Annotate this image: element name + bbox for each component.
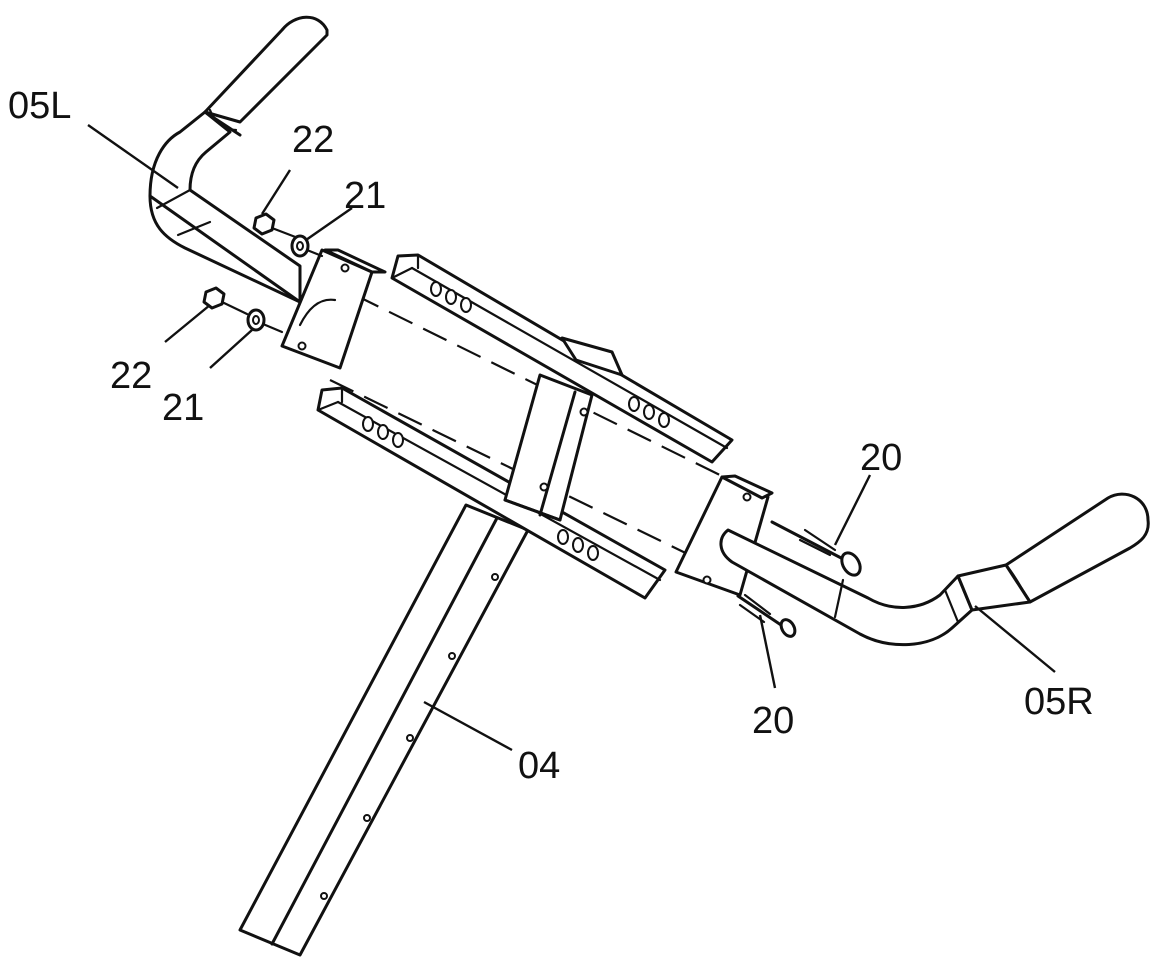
- label-20-lower: 20: [752, 700, 794, 742]
- washer-upper: [290, 234, 324, 258]
- label-05L: 05L: [8, 85, 71, 127]
- leader-20-upper: [833, 474, 872, 546]
- label-22-lower: 22: [110, 355, 152, 397]
- upper-bar-holes-right: [628, 396, 670, 428]
- leader-22-lower: [164, 304, 211, 343]
- leader-05R: [974, 605, 1056, 673]
- handlebar-left: [148, 15, 329, 304]
- label-22-upper: 22: [292, 119, 334, 161]
- clamp-block-left: [280, 248, 387, 370]
- label-21-lower: 21: [162, 387, 204, 429]
- leader-21-upper: [305, 207, 353, 241]
- center-bracket: [503, 373, 594, 522]
- bolt-upper: [770, 520, 862, 577]
- label-20-upper: 20: [860, 437, 902, 479]
- leader-04: [423, 700, 513, 752]
- upper-frame-bar: [390, 253, 734, 464]
- leader-20-lower: [758, 614, 777, 689]
- handlebar-right: [719, 492, 1150, 647]
- washer-lower: [246, 308, 284, 334]
- nut-lower: [202, 286, 249, 316]
- label-04: 04: [518, 745, 560, 787]
- lower-bar-holes-left: [362, 416, 404, 448]
- bolt-lower: [736, 593, 797, 638]
- label-21-upper: 21: [344, 175, 386, 217]
- upper-bar-holes-left: [430, 281, 472, 313]
- leader-lines: [87, 124, 1056, 752]
- lower-frame-bar: [316, 386, 667, 600]
- leader-21-lower: [209, 329, 253, 369]
- nut-upper: [252, 212, 300, 240]
- leader-22-upper: [260, 169, 292, 215]
- stem-post: [238, 503, 530, 957]
- leader-05L: [87, 124, 179, 189]
- lower-bar-holes-right: [557, 529, 599, 561]
- part-labels: 05L 22 21 22 21 20 20 05R 04: [8, 85, 1094, 787]
- label-05R: 05R: [1024, 681, 1094, 723]
